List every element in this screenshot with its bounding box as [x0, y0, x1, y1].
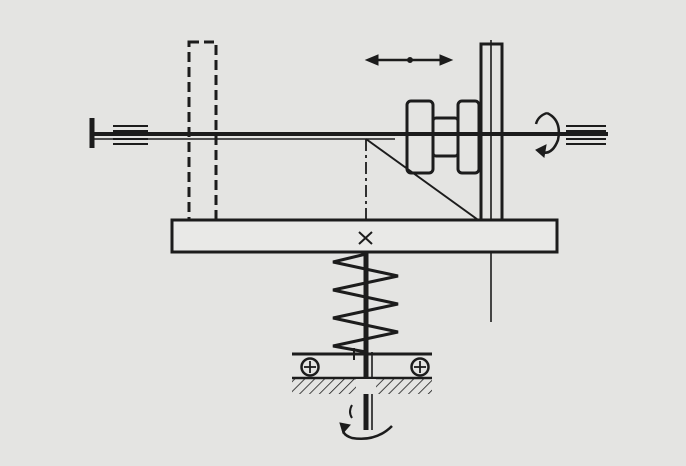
double-arrow-icon	[364, 54, 454, 66]
ground-gap	[356, 379, 376, 394]
pivot-cross-icon	[358, 231, 373, 245]
hub-assembly	[405, 99, 481, 175]
incline-solid	[365, 138, 482, 223]
roller-icon	[410, 357, 430, 377]
right-bearing-icon	[566, 125, 606, 145]
roller-icon	[300, 357, 320, 377]
left-bearing-icon	[113, 125, 148, 145]
spring-icon	[332, 252, 399, 354]
rotation-arrow-icon	[534, 111, 561, 158]
left-guide-column	[187, 40, 218, 222]
bottom-rotation-arrow-icon	[339, 404, 393, 440]
